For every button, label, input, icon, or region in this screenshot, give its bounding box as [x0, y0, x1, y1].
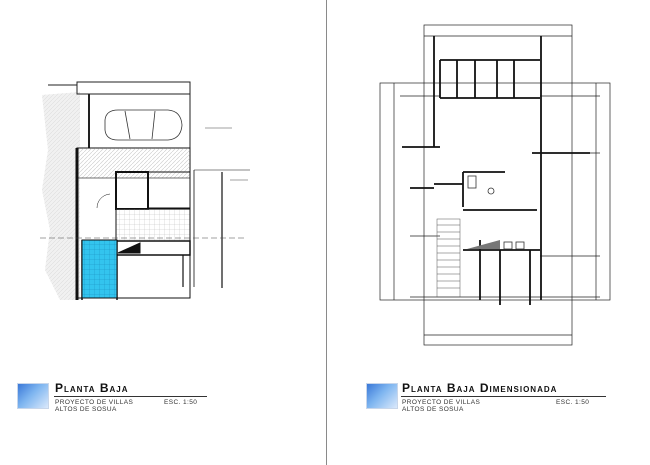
- stairs: [436, 218, 461, 298]
- bathroom-fixtures: [467, 175, 525, 250]
- section-line: [40, 127, 248, 239]
- sheet-divider: [326, 0, 327, 465]
- dimension-lines: [379, 24, 611, 346]
- scale-label: ESC. 1:50: [164, 399, 198, 406]
- pool: [81, 239, 118, 299]
- scale-label: ESC. 1:50: [556, 399, 590, 406]
- project-line-2: ALTOS DE SOSUA: [402, 406, 464, 413]
- car-icon: [104, 109, 183, 141]
- project-line-1: PROYECTO DE VILLAS: [402, 399, 481, 406]
- stair-ramp: [467, 240, 500, 249]
- terrain-hatch: [42, 92, 80, 300]
- project-line-1: PROYECTO DE VILLAS: [55, 399, 134, 406]
- project-line-2: ALTOS DE SOSUA: [55, 406, 117, 413]
- sheet-title: Planta Baja: [55, 381, 129, 395]
- title-rule: [401, 396, 606, 397]
- logo-icon: [17, 383, 49, 409]
- sheet-title: Planta Baja Dimensionada: [402, 381, 558, 395]
- wall-lines: [402, 36, 590, 305]
- logo-icon: [366, 383, 398, 409]
- garage: [48, 81, 191, 148]
- building-walls: [75, 147, 250, 300]
- title-rule: [54, 396, 207, 397]
